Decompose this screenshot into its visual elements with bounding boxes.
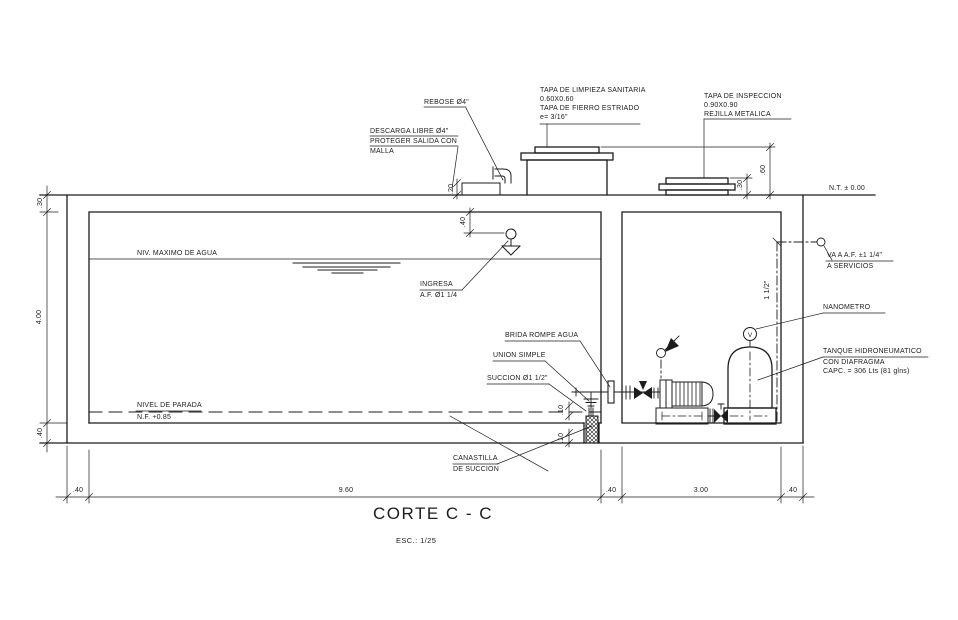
- dim-float-offset: .40: [460, 216, 467, 228]
- callout-succion: SUCCION Ø1 1/2": [487, 375, 548, 382]
- label-underlines: [135, 106, 929, 465]
- dim-left-bottom: .40: [37, 427, 44, 439]
- float-valve: [501, 228, 521, 256]
- gauge-letter: V: [748, 332, 753, 339]
- callout-tapa-limpieza-line3: TAPA DE FIERRO ESTRIADO: [540, 105, 640, 112]
- callout-union: UNION SIMPLE: [493, 352, 546, 359]
- leader-lines: [449, 107, 833, 472]
- dimensions: [43, 142, 815, 504]
- callout-tapa-limpieza-line1: TAPA DE LIMPIEZA SANITARIA: [540, 87, 646, 94]
- callout-va-servicios-line1: VA A A.F. ±1 1/4": [827, 252, 883, 259]
- hydro-tank: V: [723, 327, 777, 425]
- pump: [655, 379, 714, 425]
- water-level: [88, 258, 602, 274]
- dim-bottom-5: .40: [786, 487, 798, 494]
- discharge-valve: [707, 403, 728, 424]
- cleanout-hatch: [520, 146, 614, 196]
- suction-assembly: [571, 380, 661, 444]
- callout-tapa-limpieza-line4: e= 3/16": [540, 114, 568, 121]
- dim-inspeccion-height: .30: [737, 179, 744, 191]
- canastilla-succion: [585, 415, 599, 444]
- callout-tapa-inspeccion-line2: 0.90X0.90: [704, 102, 738, 109]
- callout-ingresa-line2: A.F. Ø1 1/4: [420, 292, 458, 299]
- check-valve: [656, 335, 680, 379]
- callout-tapa-inspeccion-line3: REJILLA METALICA: [704, 111, 771, 118]
- callout-descarga-line2: PROTEGER SALIDA CON: [370, 138, 458, 145]
- label-tubo-salida: 1 1/2": [764, 280, 771, 300]
- dim-bottom-1: .40: [72, 487, 84, 494]
- tank-structure: [39, 194, 804, 444]
- callout-tapa-inspeccion-line1: TAPA DE INSPECCION: [704, 93, 782, 100]
- callout-canastilla-line2: DE SUCCION: [453, 466, 499, 473]
- callout-descarga-line1: DESCARGA LIBRE Ø4": [370, 128, 449, 135]
- dim-ledge-height: .20: [448, 183, 455, 195]
- label-nivel-terreno: N.T. ± 0.00: [829, 185, 866, 192]
- label-nivel-parada-line1: NIVEL DE PARADA: [137, 402, 202, 409]
- callout-tapa-limpieza-line2: 0.60X0.60: [540, 96, 574, 103]
- callout-brida: BRIDA ROMPE AGUA: [505, 332, 579, 339]
- callout-tanque-line3: CAPC. = 306 Lts (81 glns): [823, 368, 910, 375]
- callout-ingresa-line1: INGRESA: [420, 281, 453, 288]
- callout-tanque-line2: CON DIAFRAGMA: [823, 359, 885, 366]
- callout-manometro: NANOMETRO: [823, 304, 871, 311]
- dim-limpieza-height: .60: [760, 164, 767, 176]
- dim-left-top: .30: [37, 197, 44, 209]
- callout-rebose: REBOSE Ø4": [424, 99, 469, 106]
- callout-canastilla-line1: CANASTILLA: [453, 455, 498, 462]
- discharge-pipe: [772, 237, 826, 424]
- callout-va-servicios-line2: A SERVICIOS: [827, 263, 874, 270]
- brida-rompe-agua: [607, 380, 615, 404]
- dim-canastilla-lower: .10: [558, 432, 565, 444]
- overflow-ledge: [461, 166, 512, 196]
- label-nivel-parada-line2: N.F. +0.85: [137, 414, 172, 421]
- dim-bottom-4: 3.00: [693, 487, 709, 494]
- dim-bottom-2: 9.60: [338, 487, 354, 494]
- inspection-hatch: [658, 177, 736, 196]
- label-niv-maximo: NIV. MAXIMO DE AGUA: [137, 250, 218, 257]
- callout-descarga-line3: MALLA: [370, 148, 394, 155]
- manometer-gauge: [743, 327, 757, 341]
- drawing-title: CORTE C - C: [373, 504, 494, 523]
- drawing-scale: ESC.: 1/25: [396, 536, 437, 545]
- dim-bottom-3: .40: [605, 487, 617, 494]
- dim-canastilla-upper: .10: [558, 404, 565, 416]
- dim-left-middle: 4.00: [36, 309, 43, 325]
- callout-tanque-line1: TANQUE HIDRONEUMATICO: [823, 348, 922, 355]
